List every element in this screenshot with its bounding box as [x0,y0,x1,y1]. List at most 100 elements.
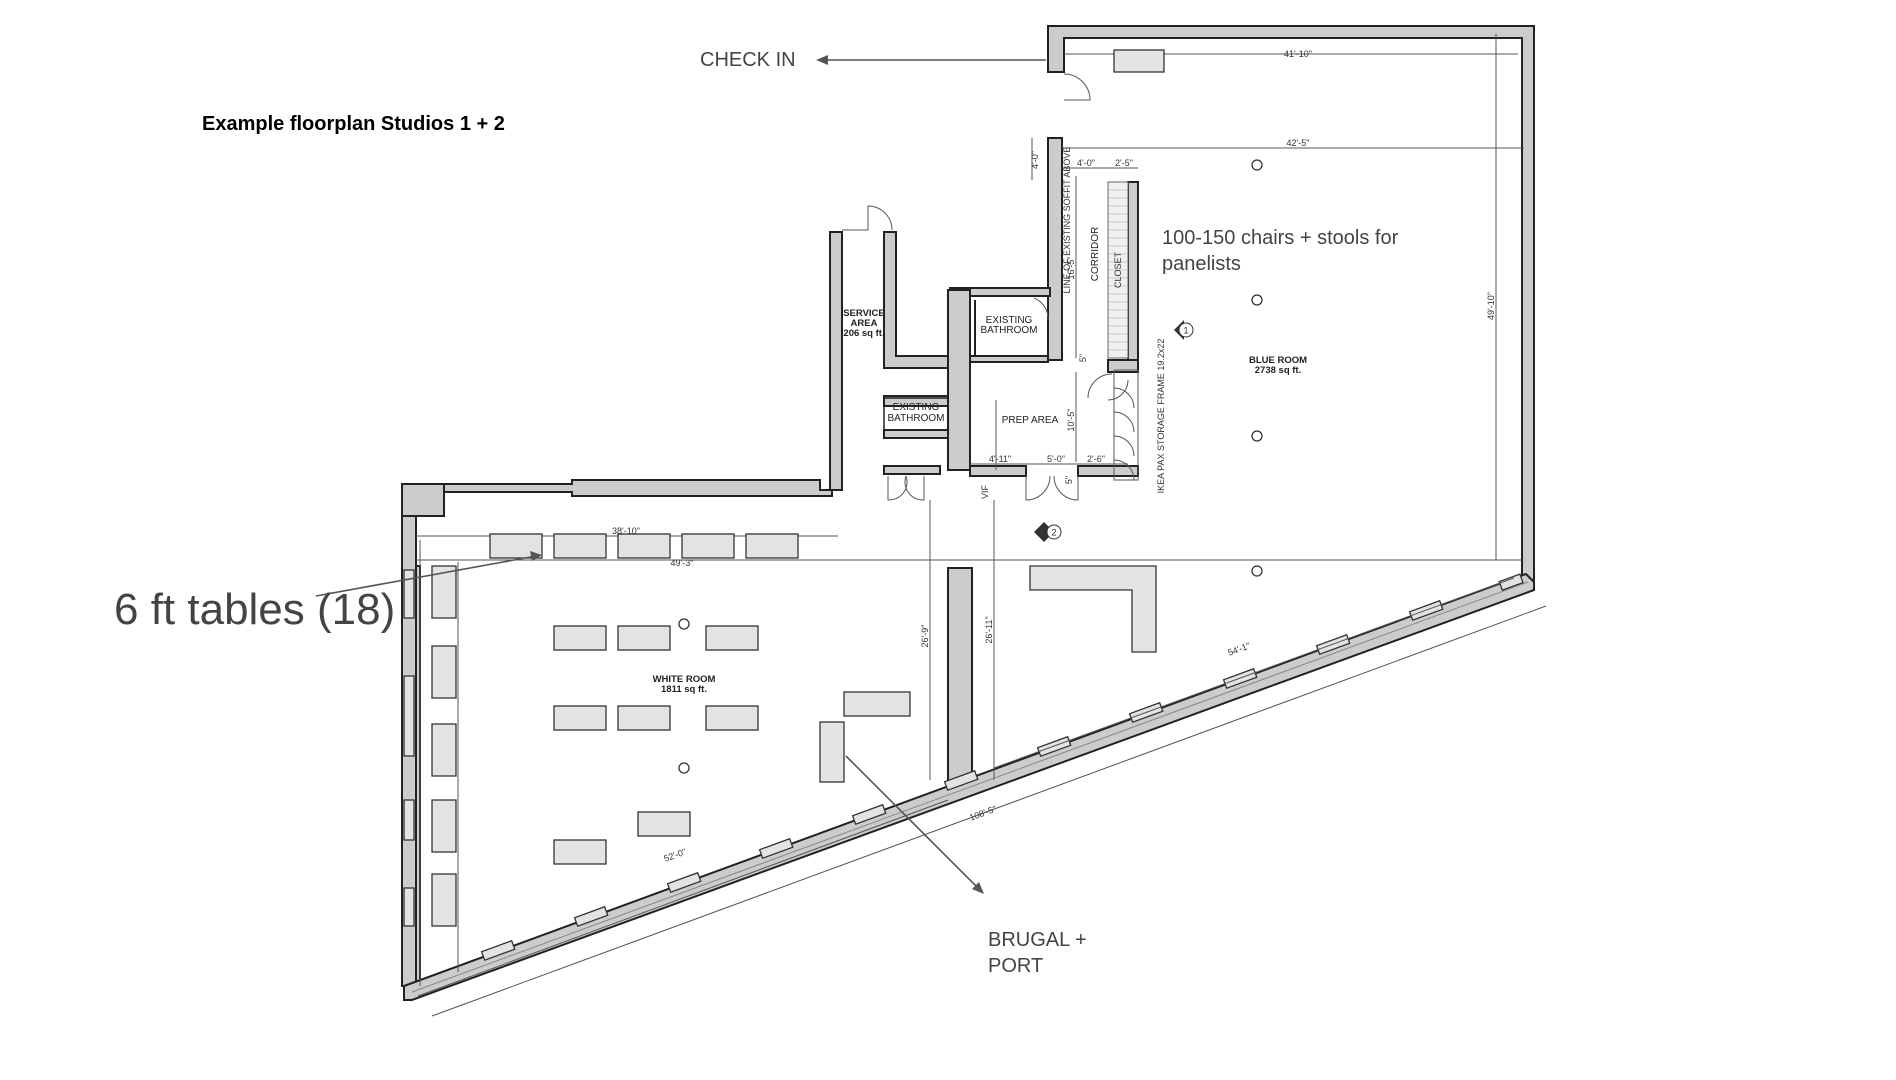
dim-blue-right: 49'-10" [1486,292,1496,320]
service-area-walls [829,231,843,491]
white-room-left-inner [415,565,421,987]
marker-2-label: 2 [1051,528,1056,538]
check-in-label: CHECK IN [700,49,796,71]
table [617,625,671,651]
dim-door: 4'-0" [1030,151,1040,169]
column [678,762,690,774]
corridor-left-wall [1047,137,1063,361]
brugal-port-line1: BRUGAL + [988,929,1087,951]
column [1251,565,1263,577]
bathroom-lower-divider [883,465,941,475]
page-title: Example floorplan Studios 1 + 2 [202,113,505,135]
service-area-size: 206 sq ft. [843,328,884,339]
table [553,625,607,651]
left-window-units [403,569,415,927]
white-room-size: 1811 sq ft. [661,684,707,695]
dim-white-h2: 26'-11" [984,616,994,643]
dim-white-h1: 26'-9" [920,625,930,648]
column [678,618,690,630]
diagonal-window-inner [411,581,1529,993]
service-area-right-wall [883,231,949,369]
bathroom-lower-label-2: BATHROOM [887,413,944,424]
table [431,645,457,699]
prep-top-wall [969,355,1049,363]
closet-wall [1127,181,1139,363]
prep-bottom-wall-left [969,465,1027,477]
table [617,705,671,731]
blue-room-outer-wall [1047,25,1535,581]
blue-room-furniture [1029,49,1165,653]
dim-corridor-len: 16'-5" [1066,257,1076,280]
dimension-lines [416,34,1547,1017]
table [745,533,799,559]
column [1251,159,1263,171]
central-spine-wall [947,289,971,471]
blue-room-size: 2738 sq ft. [1255,365,1301,376]
white-room-label: WHITE ROOM [653,674,716,685]
table [431,873,457,927]
dim-white-bottom: 52'-0" [662,847,687,864]
dim-corridor-b: 2'-5" [1115,158,1133,168]
dim-vif: VIF [980,485,990,500]
table [637,811,691,837]
storage-wall [1107,359,1139,373]
room-partition-wall [947,567,973,791]
dim-overall-bottom: 108'-5" [968,804,998,823]
table [431,723,457,777]
prep-area-label: PREP AREA [1002,415,1059,426]
dim-small-5b: 5" [1064,476,1074,484]
dim-corridor-a: 4'-0" [1077,158,1095,168]
chairs-note-line2: panelists [1162,253,1241,275]
section-marker-2: 2 [1034,522,1062,542]
door-swings [842,73,1129,501]
table [431,799,457,853]
dim-prep-c: 2'-6" [1087,454,1105,464]
column [1251,294,1263,306]
bathroom-lower-floor [883,429,949,439]
l-shaped-bar [1029,565,1157,653]
table [705,625,759,651]
section-marker-1: 1 [1174,320,1194,340]
dim-white-top: 38'-10" [612,526,640,536]
dim-top: 41'-10" [1284,49,1312,59]
table [553,705,607,731]
service-area-label-2: AREA [851,318,878,329]
closet-hatch [1108,189,1128,351]
bathroom-upper-label-2: BATHROOM [980,325,1037,336]
white-room-tables [431,533,911,927]
chairs-note-line1: 100-150 chairs + stools for [1162,227,1399,249]
blue-room-label: BLUE ROOM [1249,355,1307,366]
table [553,839,607,865]
tables-note: 6 ft tables (18) [114,585,395,634]
table [705,705,759,731]
dim-prep-h: 10'-5" [1066,409,1076,432]
dim-prep-a: 4'-11" [989,454,1011,464]
check-in-desk [1113,49,1165,73]
dim-prep-b: 5'-0" [1047,454,1065,464]
columns [678,159,1263,774]
service-area-label-1: SERVICE [843,308,885,319]
dim-blue-diag: 54'-1" [1226,641,1251,658]
bathroom-lower-label-1: EXISTING [893,402,940,413]
storage-note: IKEA PAX STORAGE FRAME 19.2x22 [1156,339,1166,494]
closet-label: CLOSET [1113,251,1123,288]
brugal-port-line2: PORT [988,955,1043,977]
table [553,533,607,559]
soffit-note: LINE OF EXISTING SOFFIT ABOVE [1062,147,1072,294]
table [681,533,735,559]
bathroom-upper-label-1: EXISTING [986,315,1033,326]
dim-upper: 42'-5" [1287,138,1310,148]
table [819,721,845,783]
corridor-label: CORRIDOR [1090,227,1101,281]
column [1251,430,1263,442]
storage-frames [1113,369,1139,481]
marker-1-label: 1 [1183,326,1188,336]
white-room-top-wall [401,479,833,501]
table [843,691,911,717]
dim-small-5a: 5" [1078,354,1088,362]
white-room-corner [401,483,445,517]
table [617,533,671,559]
annotation-arrows [315,55,1046,894]
dim-white-top2: 49'-3" [671,558,694,568]
